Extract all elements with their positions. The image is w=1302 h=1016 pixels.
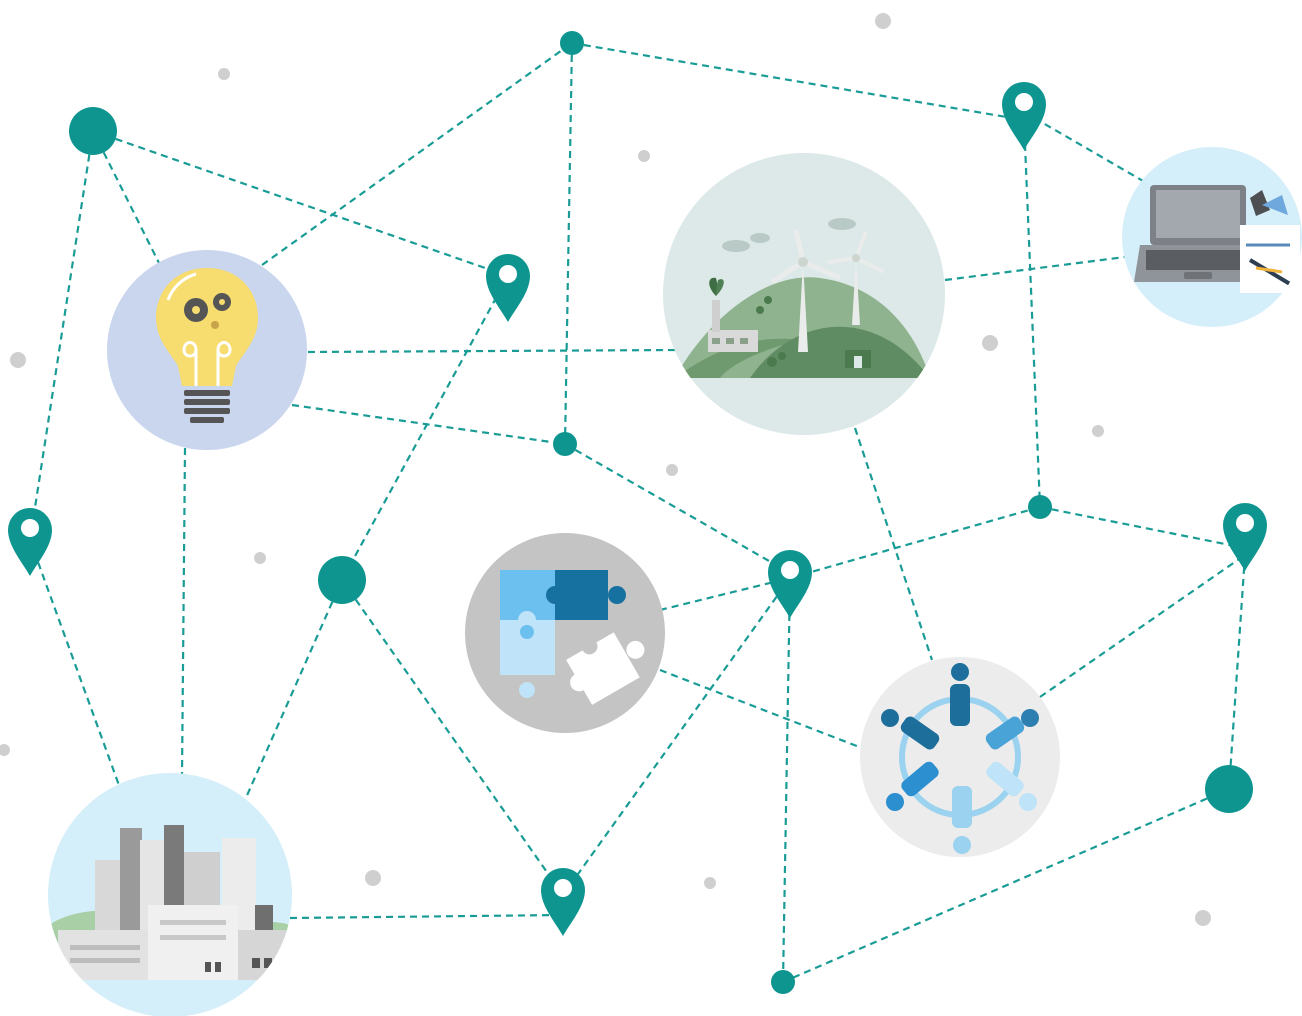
network-edges <box>28 41 1247 984</box>
people-circle-icon <box>860 657 1060 857</box>
city-buildings-icon <box>48 773 292 1016</box>
laptop-tools-icon <box>1122 147 1302 327</box>
location-pin-icon <box>486 254 530 322</box>
network-nodes <box>69 31 1253 994</box>
location-pins <box>8 82 1267 936</box>
wind-turbines-landscape-icon <box>663 153 945 435</box>
puzzle-pieces-icon <box>465 533 665 733</box>
lightbulb-gears-icon <box>107 250 307 450</box>
location-pin-icon <box>8 508 52 576</box>
location-pin-icon <box>1223 503 1267 571</box>
location-pin-icon <box>1002 82 1046 150</box>
node-dot <box>771 970 795 994</box>
node-dot <box>553 432 577 456</box>
node-dot <box>69 107 117 155</box>
decorative-dots <box>0 13 1211 926</box>
node-dot <box>1028 495 1052 519</box>
location-pin-icon <box>541 868 585 936</box>
node-dot <box>1205 765 1253 813</box>
node-dot <box>318 556 366 604</box>
node-dot <box>560 31 584 55</box>
location-pin-icon <box>768 550 812 618</box>
